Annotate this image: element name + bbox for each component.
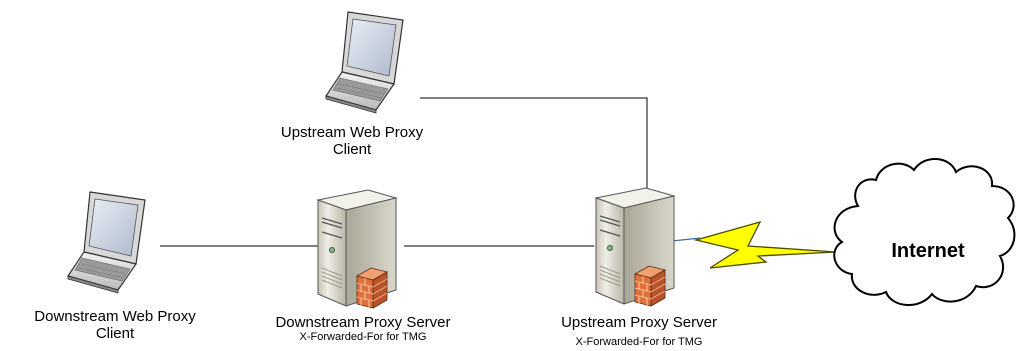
laptop-icon <box>67 191 146 294</box>
upstream-client-label-line1: Upstream Web Proxy <box>280 124 424 141</box>
downstream-server-title: Downstream Proxy Server <box>275 314 451 331</box>
firewall-icon <box>634 265 666 307</box>
upstream-server-title: Upstream Proxy Server <box>561 314 717 331</box>
downstream-client-label-line2: Client <box>95 325 135 343</box>
downstream-client-label-line1: Downstream Web Proxy <box>34 308 196 325</box>
downstream-server-subtitle: X-Forwarded-For for TMG <box>299 331 427 344</box>
downstream-client-label: Downstream Web Proxy Client <box>2 308 228 343</box>
cloud-icon <box>833 158 1016 307</box>
internet-label: Internet <box>891 240 965 262</box>
upstream-client-label: Upstream Web Proxy Client <box>268 124 436 159</box>
firewall-icon <box>356 267 388 309</box>
downstream-server-label: Downstream Proxy Server X-Forwarded-For … <box>250 314 476 344</box>
upstream-server-subtitle: X-Forwarded-For for TMG <box>575 336 703 349</box>
laptop-icon <box>325 11 404 114</box>
upstream-client-label-line2: Client <box>332 141 372 159</box>
link-upstream-client-to-upstream-server <box>420 97 648 192</box>
upstream-server-label: Upstream Proxy Server X-Forwarded-For fo… <box>534 314 744 349</box>
connection-lines <box>160 97 648 247</box>
